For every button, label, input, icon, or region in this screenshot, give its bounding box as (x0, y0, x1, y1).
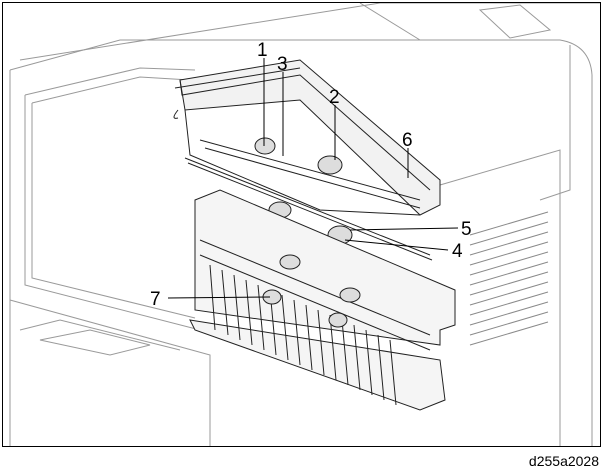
figure-id: d255a2028 (528, 453, 599, 469)
leader-line-4 (344, 239, 449, 251)
callout-1: 1 (257, 40, 268, 61)
upper-unit (173, 59, 441, 261)
callout-3: 3 (277, 54, 288, 75)
callout-7: 7 (150, 289, 161, 310)
leader-lines (167, 58, 459, 299)
machine-body (9, 3, 600, 446)
leader-line-7 (167, 296, 271, 299)
callout-6: 6 (402, 130, 413, 151)
callout-2: 2 (329, 87, 340, 108)
callout-4: 4 (452, 241, 463, 262)
lower-unit (189, 189, 456, 411)
callout-5: 5 (461, 219, 472, 240)
leader-line-5 (349, 227, 459, 231)
callouts: 1 3 2 6 5 4 7 (150, 40, 472, 310)
vent-grill (469, 211, 549, 346)
